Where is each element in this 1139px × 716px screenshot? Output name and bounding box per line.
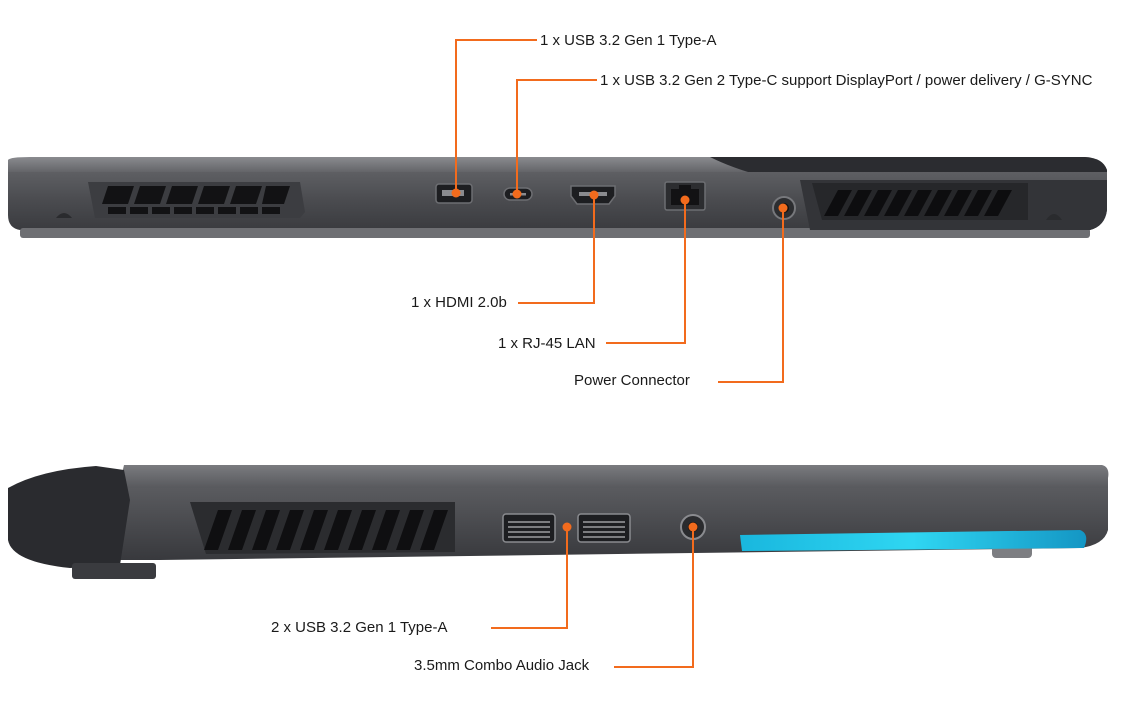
callout-dot (451, 188, 461, 198)
label-usb-a-side: 2 x USB 3.2 Gen 1 Type-A (271, 619, 448, 636)
usb-a-port-icon (502, 513, 556, 543)
side-light-bar (740, 530, 1087, 551)
callout-dot (680, 195, 690, 205)
callout-dot (512, 189, 522, 199)
label-power-connector: Power Connector (574, 372, 690, 389)
side-vent (190, 502, 455, 554)
callout-dot (688, 522, 698, 532)
callout-lan (606, 200, 686, 344)
label-audio-jack: 3.5mm Combo Audio Jack (414, 657, 590, 674)
callout-power (718, 208, 784, 383)
callout-hdmi (518, 195, 595, 304)
callout-lines (455, 39, 784, 668)
callout-audio (614, 527, 694, 668)
callout-usb-c (516, 79, 597, 194)
side-view-laptop (8, 465, 1109, 579)
side-foot-left (72, 563, 156, 579)
label-usb-a-rear: 1 x USB 3.2 Gen 1 Type-A (540, 32, 717, 49)
label-usb-c: 1 x USB 3.2 Gen 2 Type-C support Display… (600, 72, 1093, 89)
callout-dot (778, 203, 788, 213)
label-rj45-lan: 1 x RJ-45 LAN (498, 335, 596, 352)
label-hdmi: 1 x HDMI 2.0b (411, 294, 507, 311)
rear-view-laptop (8, 157, 1107, 238)
callout-dot (562, 522, 572, 532)
side-rear-bumper (8, 466, 130, 568)
callout-usb-a-side (491, 527, 568, 629)
callout-dot (589, 190, 599, 200)
rear-bottom-lip (20, 228, 1090, 238)
side-lid (118, 465, 1109, 490)
rear-foot-right (1046, 214, 1062, 220)
rear-left-vent (88, 182, 305, 218)
rear-right-vent (812, 183, 1028, 220)
callout-usb-a-top (455, 39, 537, 193)
rear-foot-left (56, 213, 72, 218)
callout-dots (451, 188, 788, 532)
usb-a-port-icon (577, 513, 631, 543)
